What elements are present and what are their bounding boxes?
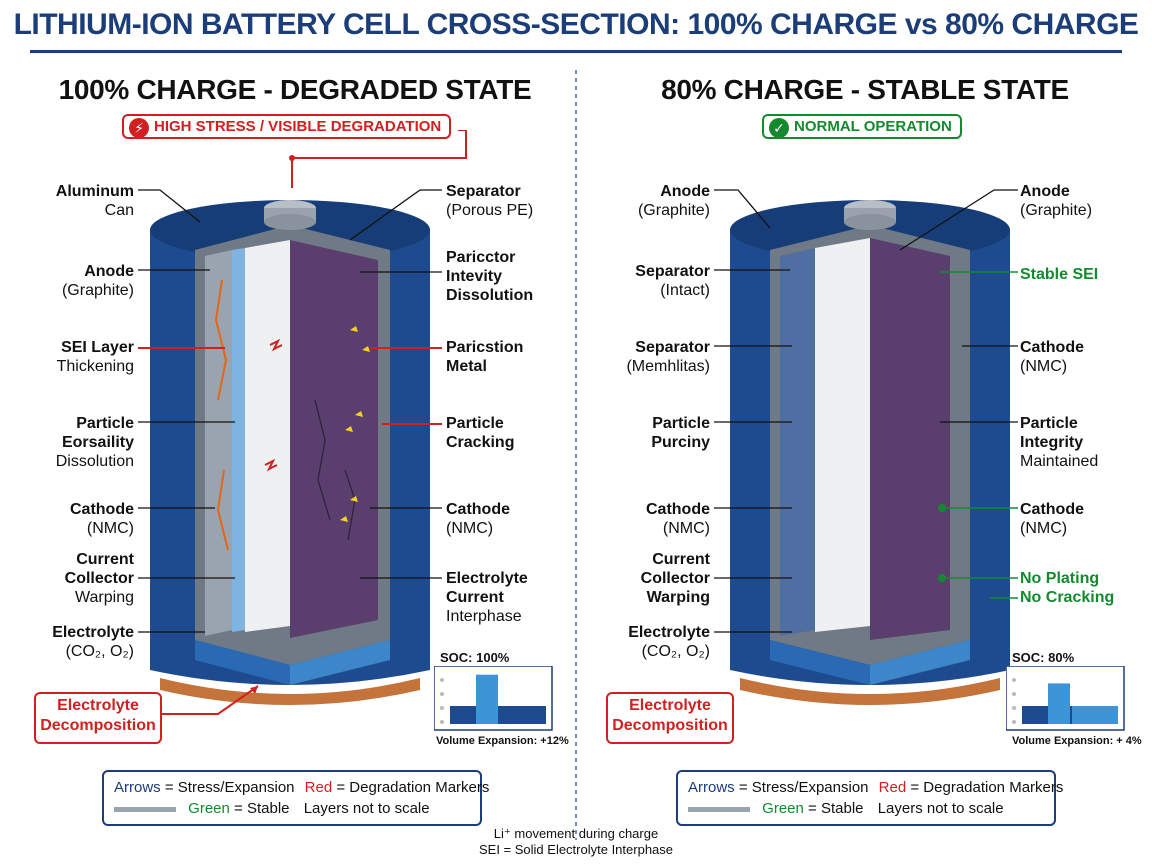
- left-panel-heading: 100% CHARGE - DEGRADED STATE: [58, 74, 532, 105]
- footnote-line2: SEI = Solid Electrolyte Interphase: [478, 842, 674, 857]
- left-badge-connector: [289, 130, 467, 188]
- right-soc-caption: Volume Expansion: + 4%: [1012, 735, 1142, 747]
- right-status-badge: ✓ NORMAL OPERATION: [762, 114, 962, 139]
- right-legend-arrows-text: = Stress/Expansion: [738, 779, 869, 796]
- left-decomposition-line1: Electrolyte: [57, 697, 139, 714]
- right-label-anode: Anode(Graphite): [637, 183, 710, 219]
- right-label-cathode: Cathode(NMC): [646, 501, 710, 537]
- right-label-no-cracking: No Cracking: [1020, 589, 1115, 606]
- footnote-line1: Li⁺ movement during charge: [493, 826, 659, 841]
- left-label-separator: Separator(Porous PE): [446, 183, 534, 219]
- right-legend-arrows-key: Arrows: [688, 779, 735, 796]
- right-decomposition-line1: Electrolyte: [629, 697, 711, 714]
- left-label-anode: Anode(Graphite): [61, 263, 134, 299]
- center-divider: [575, 70, 577, 840]
- left-legend-green-key: Green: [188, 800, 230, 817]
- main-title: LITHIUM-ION BATTERY CELL CROSS-SECTION: …: [13, 8, 1139, 41]
- right-label-anode-right: Anode(Graphite): [1020, 183, 1093, 219]
- left-legend-arrows-text: = Stress/Expansion: [164, 779, 295, 796]
- left-soc-caption: Volume Expansion: +12%: [436, 735, 569, 747]
- right-label-separator-intact: Separator(Intact): [635, 263, 710, 299]
- left-soc-label: SOC: 100%: [440, 650, 510, 665]
- right-label-cathode-right: Cathode(NMC): [1020, 339, 1084, 375]
- right-soc-fill-bar: [1048, 683, 1070, 724]
- left-soc-gauge: [434, 666, 553, 731]
- left-soc-fill-bar: [476, 674, 498, 724]
- right-decomposition-line2: Decomposition: [612, 717, 728, 734]
- right-label-stable-sei: Stable SEI: [1020, 266, 1099, 283]
- right-soc-gauge: [1006, 666, 1125, 731]
- right-panel-heading: 80% CHARGE - STABLE STATE: [661, 74, 1069, 105]
- right-label-cathode-lower: Cathode(NMC): [1020, 501, 1084, 537]
- left-legend-scale-note: Layers not to scale: [303, 800, 430, 817]
- right-label-separator-membranes: Separator(Memhlitas): [626, 339, 710, 375]
- right-decomposition-box: Electrolyte Decomposition: [606, 692, 734, 744]
- right-legend-red-key: Red: [878, 779, 907, 796]
- left-legend-red-text: = Degradation Markers: [336, 779, 490, 796]
- left-badge-text: HIGH STRESS / VISIBLE DEGRADATION: [154, 118, 442, 135]
- right-label-no-plating: No Plating: [1020, 570, 1100, 587]
- left-label-electrolyte: Electrolyte(CO₂, O₂): [52, 624, 134, 660]
- footnote: Li⁺ movement during charge SEI = Solid E…: [376, 826, 776, 858]
- right-badge-text: NORMAL OPERATION: [794, 118, 952, 135]
- title-divider: [30, 50, 1122, 53]
- left-decomposition-arrow: [160, 685, 259, 715]
- right-legend-scale-note: Layers not to scale: [877, 800, 1004, 817]
- right-legend-green-key: Green: [762, 800, 804, 817]
- left-leader-lines: [138, 189, 442, 633]
- right-legend-green-text: = Stable: [808, 800, 864, 817]
- right-soc-label: SOC: 80%: [1012, 650, 1075, 665]
- left-legend-arrows-key: Arrows: [114, 779, 161, 796]
- lightning-icon: ⚡: [129, 118, 149, 138]
- right-leader-lines: [714, 189, 1018, 633]
- right-legend: Arrows = Stress/Expansion Red = Degradat…: [676, 770, 1063, 826]
- right-legend-gray-swatch: [688, 806, 750, 812]
- right-battery-cross-section: [730, 200, 1010, 705]
- right-label-electrolyte: Electrolyte(CO₂, O₂): [628, 624, 710, 660]
- left-legend-gray-swatch: [114, 806, 176, 812]
- left-legend-red-key: Red: [304, 779, 333, 796]
- left-legend: Arrows = Stress/Expansion Red = Degradat…: [102, 770, 489, 826]
- right-legend-red-text: = Degradation Markers: [910, 779, 1064, 796]
- left-decomposition-box: Electrolyte Decomposition: [34, 692, 162, 744]
- left-status-badge: ⚡ HIGH STRESS / VISIBLE DEGRADATION: [122, 114, 452, 139]
- left-decomposition-line2: Decomposition: [40, 717, 156, 734]
- left-label-cathode: Cathode(NMC): [70, 501, 134, 537]
- left-battery-cross-section: [150, 200, 430, 705]
- left-legend-green-text: = Stable: [234, 800, 290, 817]
- check-circle-icon: ✓: [769, 118, 789, 138]
- left-label-cathode-right: Cathode(NMC): [446, 501, 510, 537]
